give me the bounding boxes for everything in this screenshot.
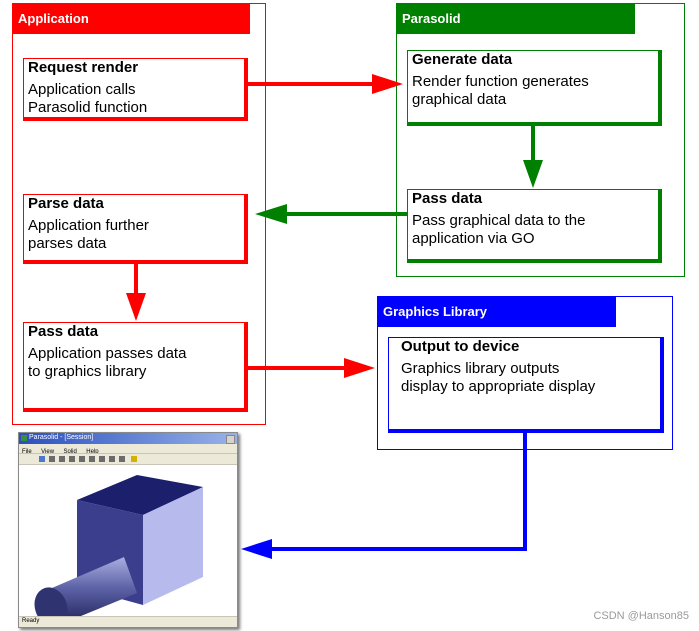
- menu-item-file: File: [22, 449, 32, 455]
- request-render-line-2: Parasolid function: [28, 99, 148, 116]
- window-menu-bar: File View Solid Help: [19, 444, 237, 455]
- display-screenshot-window: Parasolid - [Session] File View Solid He…: [18, 432, 238, 628]
- arrowhead-generate-to-pass: [523, 160, 543, 188]
- cube-right-face: [143, 487, 203, 605]
- toolbar-icon-6: [89, 456, 95, 462]
- generate-data-box: Generate data Render function generates …: [407, 50, 662, 126]
- window-title: Parasolid - [Session]: [29, 434, 94, 441]
- pass-data-application-box: Pass data Application passes data to gra…: [23, 322, 248, 412]
- window-app-icon: [21, 435, 27, 441]
- pass-data-application-title: Pass data: [28, 323, 99, 340]
- window-status-bar: Ready: [19, 616, 237, 627]
- pass-data-application-line-1: Application passes data: [28, 345, 187, 362]
- toolbar-icon-4: [69, 456, 75, 462]
- pass-data-parasolid-box: Pass data Pass graphical data to the app…: [407, 189, 662, 263]
- output-to-device-box: Output to device Graphics library output…: [388, 337, 664, 433]
- pass-data-parasolid-line-1: Pass graphical data to the: [412, 212, 586, 229]
- output-to-device-body: Graphics library outputs display to appr…: [401, 360, 595, 396]
- menu-item-help: Help: [86, 449, 99, 455]
- generate-data-line-1: Render function generates: [412, 73, 589, 90]
- parasolid-lane-label: Parasolid: [402, 11, 461, 26]
- arrowhead-request-to-generate: [372, 74, 403, 94]
- generate-data-title: Generate data: [412, 51, 513, 68]
- cube-top-face: [77, 475, 203, 515]
- application-lane-header: Application: [12, 3, 250, 34]
- toolbar-icon-3: [59, 456, 65, 462]
- toolbar-icon-1: [39, 456, 45, 462]
- toolbar-icon-2: [49, 456, 55, 462]
- request-render-line-1: Application calls: [28, 81, 136, 98]
- request-render-box: Request render Application calls Parasol…: [23, 58, 248, 121]
- arrowhead-parse-to-pass: [126, 293, 146, 321]
- window-status-text: Ready: [22, 618, 40, 624]
- output-to-device-line-2: display to appropriate display: [401, 378, 596, 395]
- arrow-output-to-display: [268, 433, 527, 551]
- request-render-title: Request render: [28, 59, 139, 76]
- pass-data-application-line-2: to graphics library: [28, 363, 147, 380]
- parse-data-line-2: parses data: [28, 235, 107, 252]
- parse-data-box: Parse data Application further parses da…: [23, 194, 248, 264]
- output-to-device-line-1: Graphics library outputs: [401, 360, 560, 377]
- pass-data-parasolid-line-2: application via GO: [412, 230, 535, 247]
- toolbar-icon-7: [99, 456, 105, 462]
- cylinder-body: [45, 557, 137, 617]
- generate-data-line-2: graphical data: [412, 91, 507, 108]
- toolbar-icon-5: [79, 456, 85, 462]
- arrowhead-output-to-display: [241, 539, 272, 559]
- generate-data-body: Render function generates graphical data: [412, 73, 589, 109]
- pass-data-parasolid-body: Pass graphical data to the application v…: [412, 212, 585, 248]
- window-title-bar: Parasolid - [Session]: [19, 433, 237, 444]
- window-toolbar: [19, 453, 237, 465]
- menu-item-solid: Solid: [63, 449, 77, 455]
- parasolid-lane-header: Parasolid: [396, 3, 635, 34]
- window-close-icon: [226, 435, 235, 444]
- cube-cylinder-render: [34, 475, 203, 617]
- arrowhead-pass-to-parse: [255, 204, 287, 224]
- application-lane-label: Application: [18, 11, 89, 26]
- graphics-library-lane-label: Graphics Library: [383, 304, 488, 319]
- toolbar-icon-10: [131, 456, 137, 462]
- parse-data-title: Parse data: [28, 195, 104, 212]
- toolbar-icon-8: [109, 456, 115, 462]
- output-to-device-title: Output to device: [401, 338, 520, 355]
- parse-data-body: Application further parses data: [28, 217, 149, 253]
- parse-data-line-1: Application further: [28, 217, 149, 234]
- watermark: CSDN @Hanson85: [593, 610, 689, 622]
- menu-item-view: View: [41, 449, 55, 455]
- graphics-library-lane-header: Graphics Library: [377, 296, 616, 327]
- pass-data-parasolid-title: Pass data: [412, 190, 483, 207]
- toolbar-icon-9: [119, 456, 125, 462]
- pass-data-application-body: Application passes data to graphics libr…: [28, 345, 186, 381]
- request-render-body: Application calls Parasolid function: [28, 81, 147, 117]
- arrowhead-pass-to-output: [344, 358, 375, 378]
